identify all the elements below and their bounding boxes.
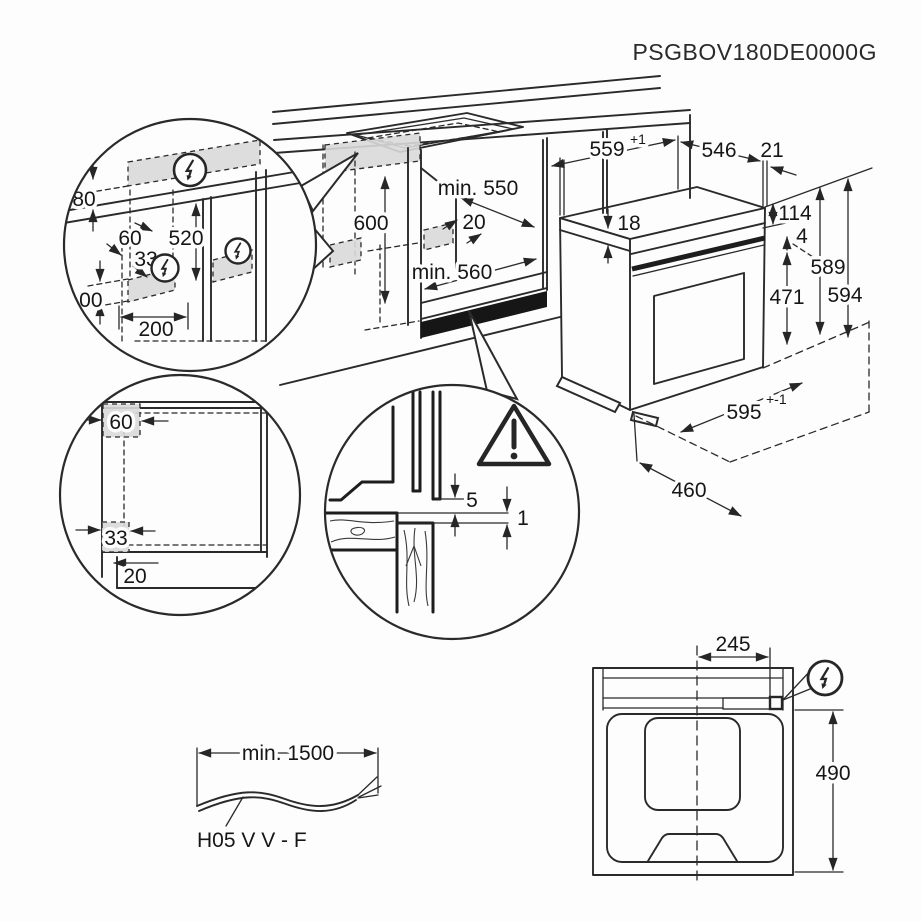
power-icon [150,253,180,283]
floor-line [279,316,561,386]
zone-33-box [101,521,130,553]
mains-terminal [768,695,784,711]
dim-label-520: 520 [168,227,203,250]
dim-label-33s: 33 [104,527,127,550]
dim-label-4: 4 [796,225,808,248]
connection-zone-low [329,237,362,268]
dim-label-559-tol: +1 [630,131,646,147]
dim-label-589: 589 [810,256,845,279]
cable-type-label: H05 V V - F [197,829,307,852]
dim-label-60s: 60 [109,411,132,434]
dim-label-20s: 20 [123,565,146,588]
product-code: PSGBOV180DE0000G [632,39,877,65]
dim-label-18: 18 [617,212,640,235]
oven-foot [555,375,622,414]
oven-isometric [555,186,766,428]
dim-label-600: 600 [353,212,388,235]
dim-label-min560: min. 560 [412,261,493,284]
dim-label-1: 1 [517,507,529,530]
oven-dimensions: 18 559 +1 546 21 114 4 471 [551,128,873,517]
dim-label-595-tol: +-1 [766,391,787,407]
dim-label-20: 20 [462,211,485,234]
detail-circle-plinth-gap: 5 1 [323,383,581,641]
plinth-vent-strip [421,291,547,338]
callout-pointer-plinth [468,310,519,401]
power-icon [224,237,252,265]
detail-circle-connection-zones: 80 60 520 33 100 200 [62,117,318,373]
dim-label-5: 5 [466,489,478,512]
dim-label-594: 594 [827,284,862,307]
dim-label-245: 245 [715,633,750,656]
cable-diagram: min. 1500 H05 V V - F [194,739,382,856]
dim-label-21: 21 [760,139,783,162]
oven-top-view: 245 490 [592,630,854,881]
warning-icon [476,403,552,467]
worktop [272,75,691,154]
dim-label-200: 200 [138,318,173,341]
dim-label-min550: min. 550 [438,177,519,200]
dim-label-490: 490 [815,762,850,785]
power-icon [806,659,844,697]
detail-circle-cabinet-side: 60 33 20 [58,373,302,617]
main-isometric-drawing: 600 min. 550 20 min. 560 18 [272,75,873,517]
zone-60-box [102,403,141,438]
dim-label-460: 460 [671,479,706,502]
dim-label-471: 471 [769,286,804,309]
dim-label-114: 114 [778,202,812,225]
connection-zone-niche-wall [423,222,454,251]
oven-door-window [653,272,745,385]
cable-curve [196,791,359,807]
dim-label-559: 559 [589,138,624,161]
cabinet-niche [364,114,691,339]
dim-label-min1500: min. 1500 [242,742,334,765]
power-icon [172,152,208,188]
dim-label-546: 546 [701,139,736,162]
dim-label-60z: 60 [118,227,141,250]
dim-label-595: 595 [726,401,761,424]
